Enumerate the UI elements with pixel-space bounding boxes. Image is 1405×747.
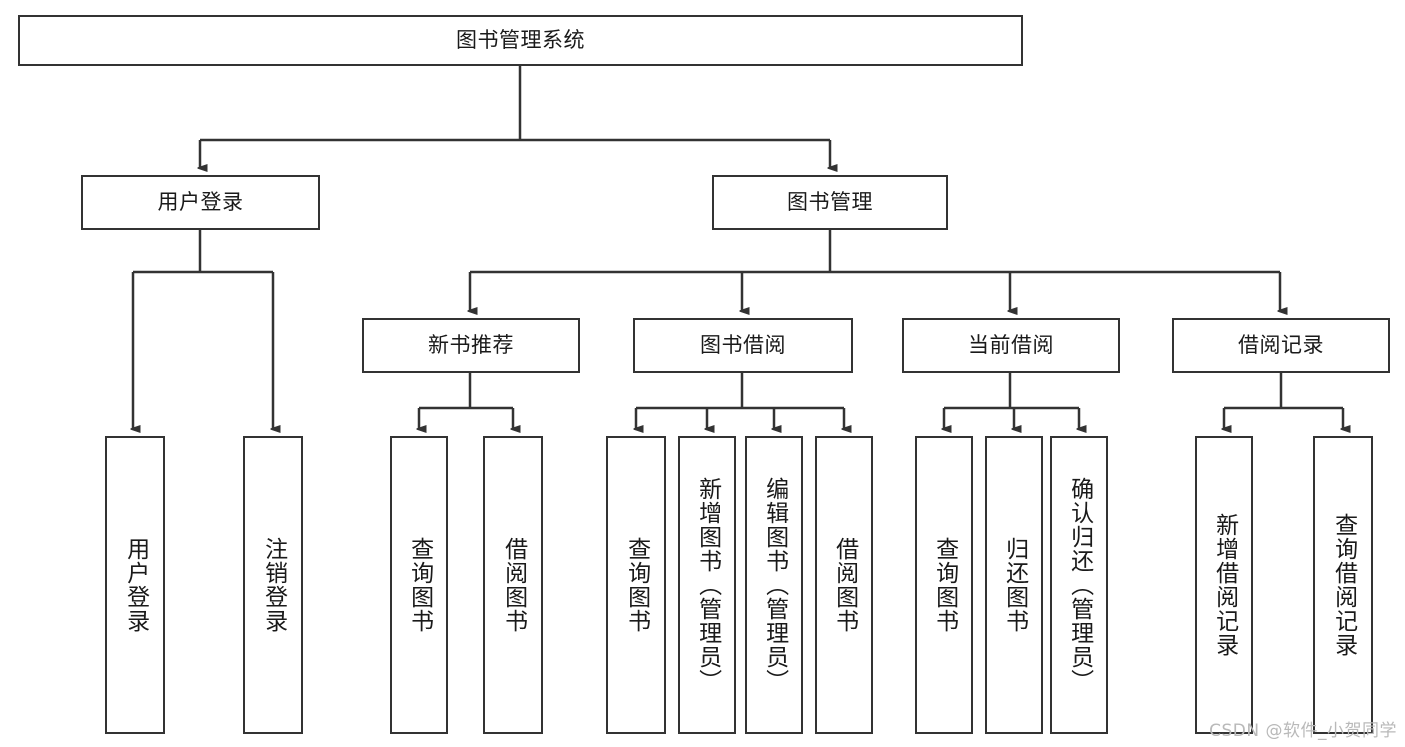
watermark-text: CSDN @软件_小贺同学: [1209, 721, 1397, 741]
node-user-login-label: 用户登录: [157, 189, 244, 214]
leaf-user-login-label: 用户登录: [122, 537, 149, 633]
leaf-add-book-admin[interactable]: 新增图书（管理员）: [678, 436, 736, 734]
node-current-borrow-label: 当前借阅: [968, 332, 1054, 357]
leaf-add-borrow-record[interactable]: 新增借阅记录: [1195, 436, 1253, 734]
leaf-confirm-return-admin-label: 确认归还（管理员）: [1066, 477, 1093, 693]
node-borrow-record[interactable]: 借阅记录: [1172, 318, 1390, 373]
leaf-return-book[interactable]: 归还图书: [985, 436, 1043, 734]
node-book-borrow-label: 图书借阅: [700, 332, 786, 357]
leaf-borrow-book-recommend-label: 借阅图书: [500, 537, 527, 633]
leaf-edit-book-admin-label: 编辑图书（管理员）: [761, 477, 788, 693]
leaf-query-book-current-label: 查询图书: [931, 537, 958, 633]
leaf-query-book-recommend[interactable]: 查询图书: [390, 436, 448, 734]
leaf-edit-book-admin[interactable]: 编辑图书（管理员）: [745, 436, 803, 734]
leaf-return-book-label: 归还图书: [1001, 537, 1028, 633]
leaf-user-login[interactable]: 用户登录: [105, 436, 165, 734]
leaf-add-book-admin-label: 新增图书（管理员）: [694, 477, 721, 693]
leaf-query-book-borrow-label: 查询图书: [623, 537, 650, 633]
node-borrow-record-label: 借阅记录: [1238, 332, 1324, 357]
leaf-add-borrow-record-label: 新增借阅记录: [1211, 513, 1238, 657]
node-book-borrow[interactable]: 图书借阅: [633, 318, 853, 373]
leaf-query-borrow-record-label: 查询借阅记录: [1330, 513, 1357, 657]
leaf-borrow-book-label: 借阅图书: [831, 537, 858, 633]
node-book-management[interactable]: 图书管理: [712, 175, 948, 230]
leaf-borrow-book[interactable]: 借阅图书: [815, 436, 873, 734]
leaf-query-book-borrow[interactable]: 查询图书: [606, 436, 666, 734]
node-book-management-label: 图书管理: [787, 189, 873, 214]
leaf-user-logout-label: 注销登录: [260, 537, 287, 633]
node-new-book-recommend[interactable]: 新书推荐: [362, 318, 580, 373]
leaf-query-book-recommend-label: 查询图书: [406, 537, 433, 633]
leaf-query-borrow-record[interactable]: 查询借阅记录: [1313, 436, 1373, 734]
node-current-borrow[interactable]: 当前借阅: [902, 318, 1120, 373]
leaf-query-book-current[interactable]: 查询图书: [915, 436, 973, 734]
node-new-book-recommend-label: 新书推荐: [428, 332, 514, 357]
leaf-confirm-return-admin[interactable]: 确认归还（管理员）: [1050, 436, 1108, 734]
leaf-user-logout[interactable]: 注销登录: [243, 436, 303, 734]
node-user-login[interactable]: 用户登录: [81, 175, 320, 230]
node-root-label: 图书管理系统: [456, 27, 585, 52]
node-root[interactable]: 图书管理系统: [18, 15, 1023, 66]
leaf-borrow-book-recommend[interactable]: 借阅图书: [483, 436, 543, 734]
